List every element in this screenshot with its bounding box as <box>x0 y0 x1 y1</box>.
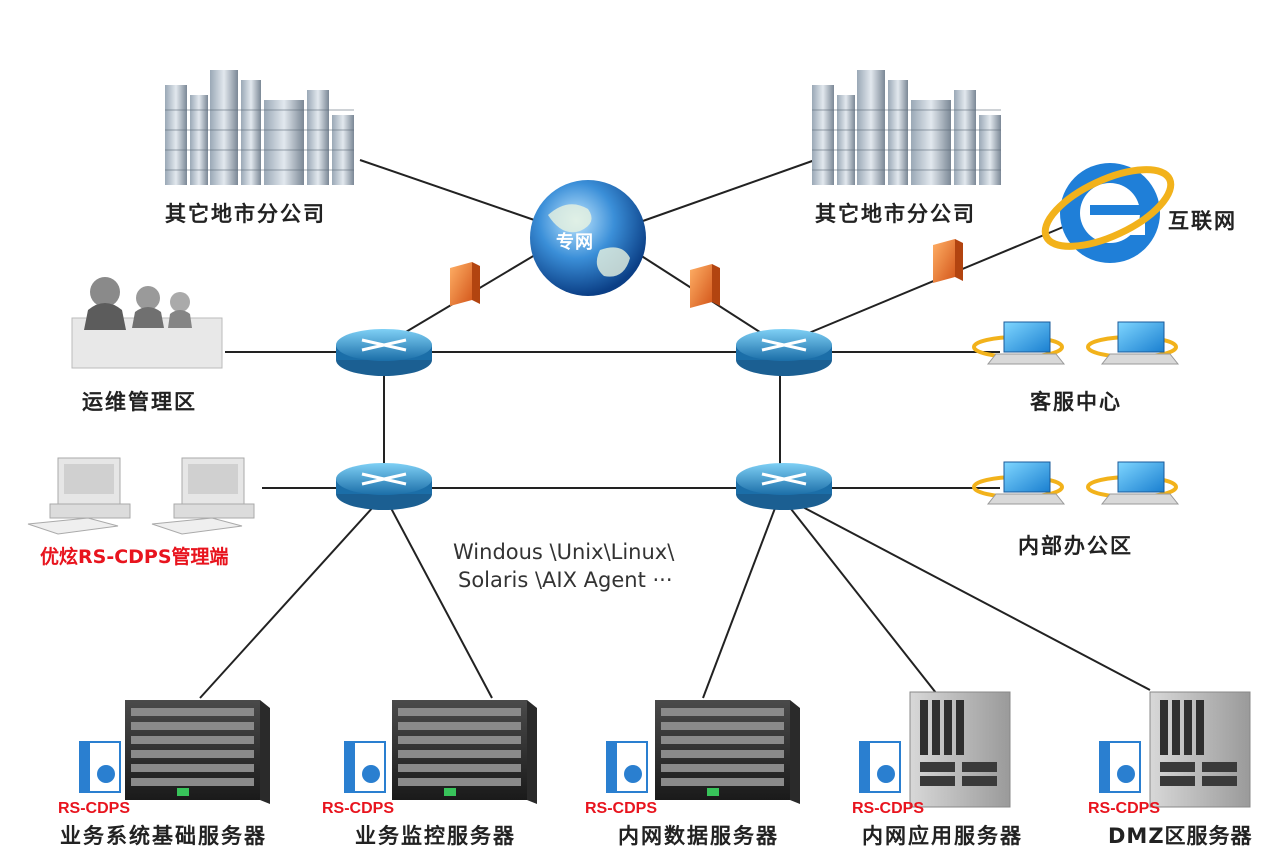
wan-label: 专网 <box>556 232 594 253</box>
pc-icon <box>151 457 255 535</box>
firewall-icon <box>690 264 720 308</box>
branch-right-label: 其它地市分公司 <box>815 202 976 226</box>
laptop-icon <box>1086 321 1180 365</box>
router-icon <box>336 463 432 510</box>
connection-lines <box>199 159 1151 699</box>
server-name: 业务监控服务器 <box>355 824 516 848</box>
rs-cdps-badge: RS-CDPS <box>58 800 131 817</box>
link-branch-left-wan <box>359 159 541 223</box>
link-server-5 <box>779 494 1151 691</box>
server-name: 内网数据服务器 <box>618 824 779 848</box>
rs-cdps-badge: RS-CDPS <box>852 800 925 817</box>
branch-left-label: 其它地市分公司 <box>165 202 326 226</box>
router-icon <box>736 463 832 510</box>
ie-logo-icon <box>1041 163 1175 263</box>
rs-cdps-badge: RS-CDPS <box>322 800 395 817</box>
router-icon <box>736 329 832 376</box>
software-box-icon <box>344 741 386 793</box>
server-rack-icon <box>125 700 270 804</box>
office-zone-label: 内部办公区 <box>1018 534 1133 558</box>
building-icon <box>812 70 1001 185</box>
globe-icon <box>530 180 646 296</box>
laptop-icon <box>972 461 1066 505</box>
server-name: DMZ区服务器 <box>1108 824 1253 848</box>
server-rack-icon <box>1149 691 1251 808</box>
server-rack-icon <box>392 700 537 804</box>
rs-cdps-badge: RS-CDPS <box>585 800 658 817</box>
firewall-icon <box>450 262 480 306</box>
cs-center-label: 客服中心 <box>1030 390 1122 414</box>
link-server-1 <box>199 494 385 699</box>
server-rack-icon <box>655 700 800 804</box>
link-server-2 <box>383 494 493 699</box>
server-name: 内网应用服务器 <box>862 824 1023 848</box>
server-name: 业务系统基础服务器 <box>60 824 267 848</box>
software-box-icon <box>1099 741 1141 793</box>
internet-label: 互联网 <box>1168 209 1237 233</box>
software-box-icon <box>79 741 121 793</box>
mgmt-console-label: 优炫RS-CDPS管理端 <box>40 546 229 568</box>
pc-icon <box>27 457 131 535</box>
agent-platforms-line2: Solaris \AIX Agent ··· <box>458 568 673 592</box>
router-icon <box>336 329 432 376</box>
link-router-tr-internet <box>779 219 1081 346</box>
laptop-icon <box>1086 461 1180 505</box>
link-server-3 <box>702 494 781 699</box>
laptop-icon <box>972 321 1066 365</box>
software-box-icon <box>859 741 901 793</box>
server-rack-icon <box>909 691 1011 808</box>
building-icon <box>165 70 354 185</box>
agent-platforms-line1: Windous \Unix\Linux\ <box>453 540 675 564</box>
link-server-4 <box>779 494 941 699</box>
rs-cdps-badge: RS-CDPS <box>1088 800 1161 817</box>
link-branch-right-wan <box>639 159 816 223</box>
headset-operator-icon <box>71 277 223 369</box>
firewall-icon <box>933 239 963 283</box>
ops-zone-label: 运维管理区 <box>82 390 197 414</box>
software-box-icon <box>606 741 648 793</box>
